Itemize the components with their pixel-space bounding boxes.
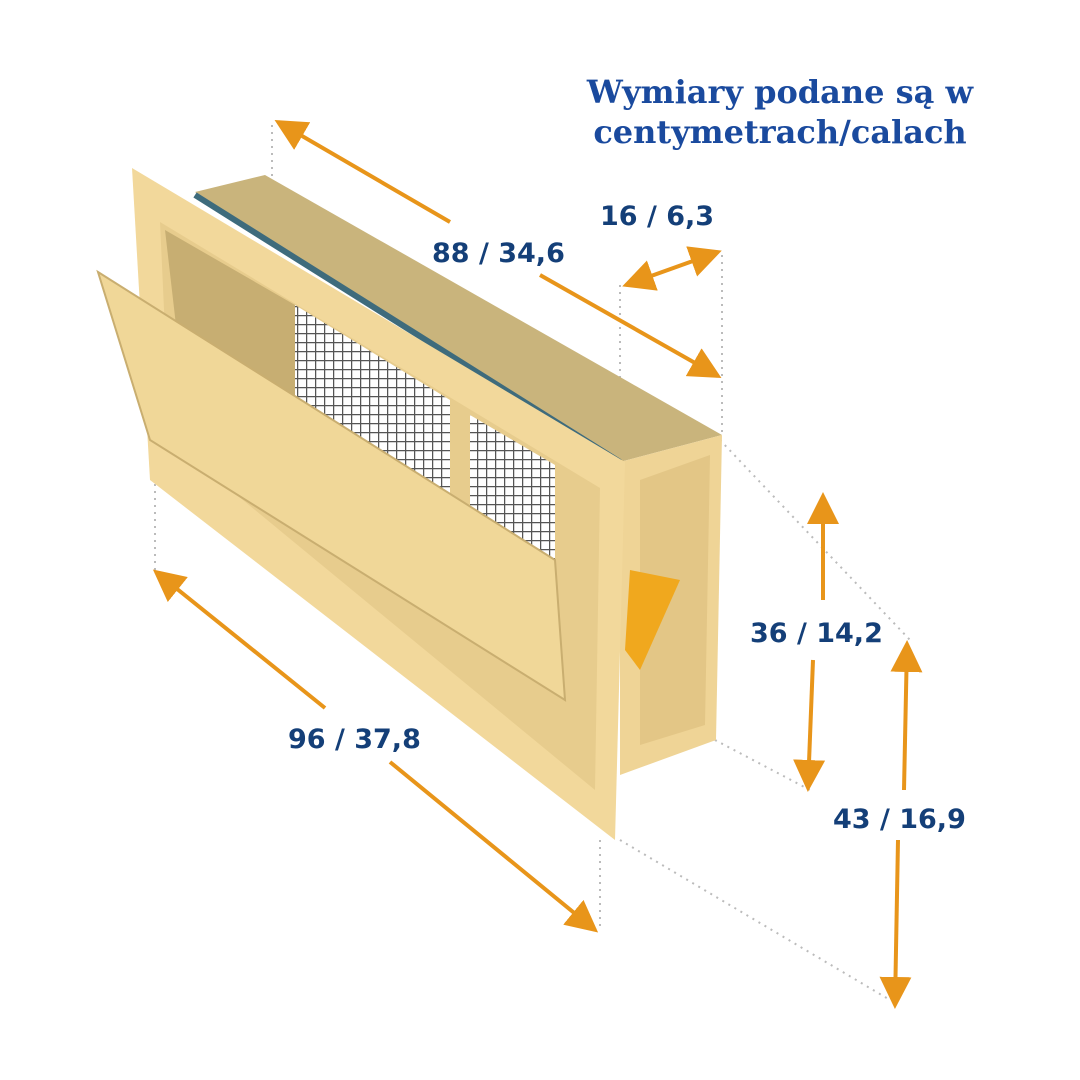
units-note-line2: centymetrach/calach bbox=[593, 113, 967, 151]
label-outer-height: 43 / 16,9 bbox=[833, 804, 966, 835]
label-inner-height: 36 / 14,2 bbox=[750, 618, 883, 649]
latch-icon bbox=[625, 570, 680, 670]
arrow-outer-height bbox=[890, 640, 923, 791]
label-depth-length: 88 / 34,6 bbox=[432, 238, 565, 269]
units-note: Wymiary podane są w centymetrach/calach bbox=[560, 72, 1000, 152]
label-depth: 16 / 6,3 bbox=[600, 201, 714, 232]
units-note-line1: Wymiary podane są w bbox=[586, 73, 974, 111]
guide-lines bbox=[154, 125, 911, 1001]
label-outer-width: 96 / 37,8 bbox=[288, 724, 421, 755]
dimension-arrows bbox=[152, 119, 923, 1009]
arrow-depth bbox=[622, 246, 722, 291]
arrow-depth-length bbox=[274, 119, 452, 224]
vent-body bbox=[96, 168, 722, 840]
arrow-outer-width bbox=[152, 569, 327, 710]
